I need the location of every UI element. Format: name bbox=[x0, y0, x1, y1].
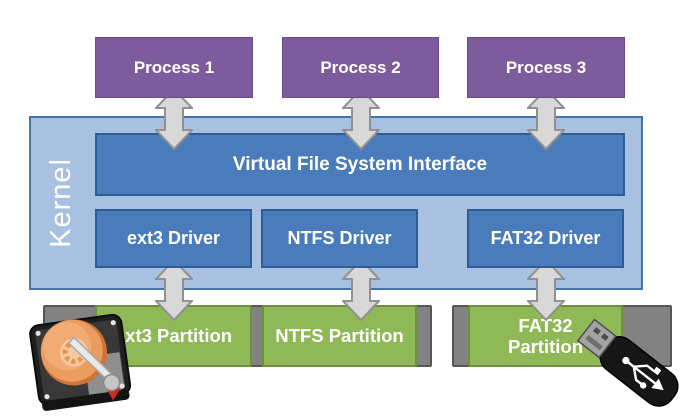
process-3-label: Process 3 bbox=[505, 57, 587, 77]
fat32-driver-label: FAT32 Driver bbox=[490, 228, 601, 248]
process-1-box: Process 1 bbox=[95, 37, 253, 98]
hard-disk-icon bbox=[29, 313, 132, 411]
double-arrow-icon bbox=[342, 259, 380, 321]
double-arrow-icon bbox=[155, 259, 193, 321]
kernel-label-wrap: Kernel bbox=[29, 116, 93, 290]
vfs-interface-label: Virtual File System Interface bbox=[232, 153, 488, 175]
kernel-label: Kernel bbox=[44, 158, 77, 248]
double-arrow-icon bbox=[527, 88, 565, 150]
fat32-partition-label: FAT32 Partition bbox=[507, 314, 584, 357]
ext3-driver-box: ext3 Driver bbox=[95, 209, 252, 268]
usb-flash-drive-icon bbox=[576, 318, 679, 407]
fat32-driver-box: FAT32 Driver bbox=[467, 209, 624, 268]
ext3-driver-label: ext3 Driver bbox=[126, 228, 221, 248]
double-arrow-icon bbox=[527, 259, 565, 321]
process-2-label: Process 2 bbox=[320, 57, 401, 77]
ntfs-partition-label: NTFS Partition bbox=[275, 325, 404, 347]
process-2-box: Process 2 bbox=[282, 37, 439, 98]
ntfs-partition-box: NTFS Partition bbox=[262, 305, 417, 367]
ntfs-driver-label: NTFS Driver bbox=[287, 228, 392, 248]
double-arrow-icon bbox=[342, 88, 380, 150]
ntfs-driver-box: NTFS Driver bbox=[261, 209, 418, 268]
ext3-partition-label: ext3 Partition bbox=[114, 325, 233, 347]
process-1-label: Process 1 bbox=[133, 57, 215, 77]
double-arrow-icon bbox=[155, 88, 193, 150]
process-3-box: Process 3 bbox=[467, 37, 625, 98]
